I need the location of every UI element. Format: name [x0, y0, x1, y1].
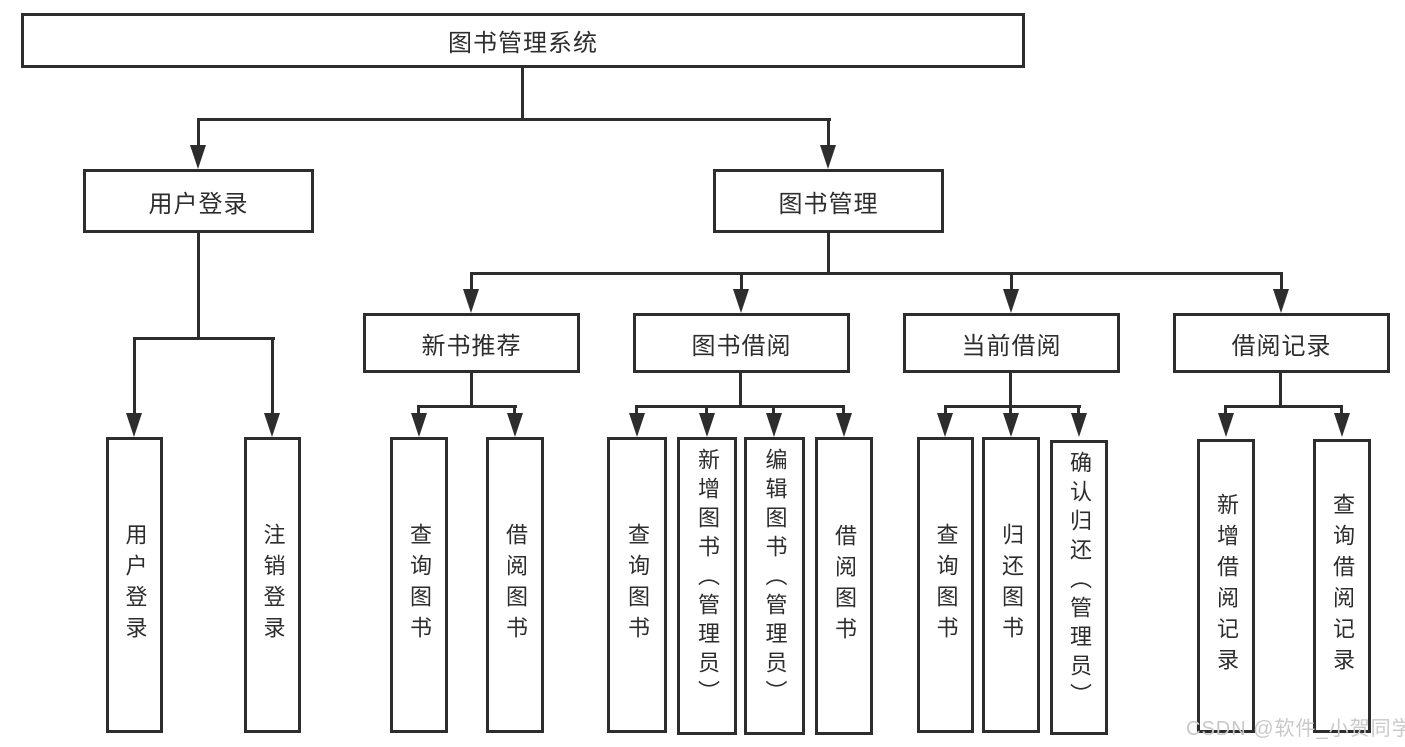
leaf-query-borrow-record: 查询借阅记录	[1313, 439, 1371, 733]
connector-line	[827, 233, 830, 275]
connector-line	[133, 337, 136, 416]
connector-line	[635, 405, 845, 408]
connector-line	[1010, 272, 1013, 292]
leaf-query-books-current: 查询图书	[917, 437, 974, 733]
arrow-down-icon	[629, 413, 645, 437]
connector-line	[197, 233, 200, 340]
connector-line	[827, 118, 830, 148]
connector-line	[944, 405, 1081, 408]
leaf-add-borrow-record: 新增借阅记录	[1197, 439, 1255, 733]
connector-line	[772, 405, 775, 416]
leaf-user-login: 用户登录	[106, 437, 163, 733]
leaf-borrow-books: 借阅图书	[815, 437, 873, 735]
connector-line	[1280, 272, 1283, 292]
arrow-down-icon	[937, 413, 953, 437]
arrow-down-icon	[766, 413, 782, 437]
arrow-down-icon	[733, 289, 749, 313]
arrow-down-icon	[1273, 289, 1289, 313]
node-current-borrowing: 当前借阅	[903, 313, 1120, 373]
connector-line	[470, 272, 473, 292]
arrow-down-icon	[1334, 413, 1350, 437]
leaf-confirm-return-admin: 确认归还（管理员）	[1050, 440, 1108, 735]
node-new-book-recommendation: 新书推荐	[363, 313, 580, 373]
arrow-down-icon	[507, 413, 523, 437]
arrow-down-icon	[836, 413, 852, 437]
connector-line	[513, 405, 516, 416]
arrow-down-icon	[1218, 413, 1234, 437]
arrow-down-icon	[190, 145, 206, 169]
leaf-return-book: 归还图书	[982, 437, 1040, 733]
connector-line	[1279, 373, 1282, 408]
connector-line	[521, 68, 524, 121]
leaf-borrow-books-recommend: 借阅图书	[486, 437, 544, 733]
connector-line	[1009, 373, 1012, 408]
connector-line	[133, 337, 275, 340]
connector-line	[197, 118, 831, 121]
connector-line	[271, 337, 274, 416]
arrow-down-icon	[126, 413, 142, 437]
connector-line	[1224, 405, 1227, 416]
connector-line	[1340, 405, 1343, 416]
arrow-down-icon	[411, 413, 427, 437]
connector-line	[417, 405, 420, 416]
connector-line	[417, 405, 517, 408]
node-user-login: 用户登录	[83, 169, 314, 233]
leaf-add-book-admin: 新增图书（管理员）	[677, 437, 737, 735]
arrow-down-icon	[264, 413, 280, 437]
connector-line	[944, 405, 947, 416]
connector-line	[635, 405, 638, 416]
leaf-logout: 注销登录	[244, 437, 301, 733]
connector-line	[1009, 405, 1012, 416]
leaf-query-books-recommend: 查询图书	[390, 437, 448, 733]
node-borrowing-records: 借阅记录	[1173, 313, 1390, 373]
arrow-down-icon	[1003, 289, 1019, 313]
connector-line	[739, 373, 742, 408]
node-book-management: 图书管理	[713, 169, 944, 233]
arrow-down-icon	[463, 289, 479, 313]
arrow-down-icon	[820, 145, 836, 169]
arrow-down-icon	[1071, 413, 1087, 437]
connector-line	[470, 272, 1283, 275]
connector-line	[470, 373, 473, 408]
node-root-library-system: 图书管理系统	[21, 13, 1025, 68]
connector-line	[740, 272, 743, 292]
leaf-query-books-borrowing: 查询图书	[607, 437, 667, 733]
connector-line	[197, 118, 200, 148]
connector-line	[1077, 405, 1080, 416]
arrow-down-icon	[699, 413, 715, 437]
connector-line	[705, 405, 708, 416]
csdn-watermark: CSDN @软件_小贺同学	[1186, 718, 1405, 740]
node-book-borrowing: 图书借阅	[633, 313, 850, 373]
leaf-edit-book-admin: 编辑图书（管理员）	[744, 437, 805, 735]
connector-line	[842, 405, 845, 416]
connector-line	[1225, 405, 1343, 408]
arrow-down-icon	[1003, 413, 1019, 437]
